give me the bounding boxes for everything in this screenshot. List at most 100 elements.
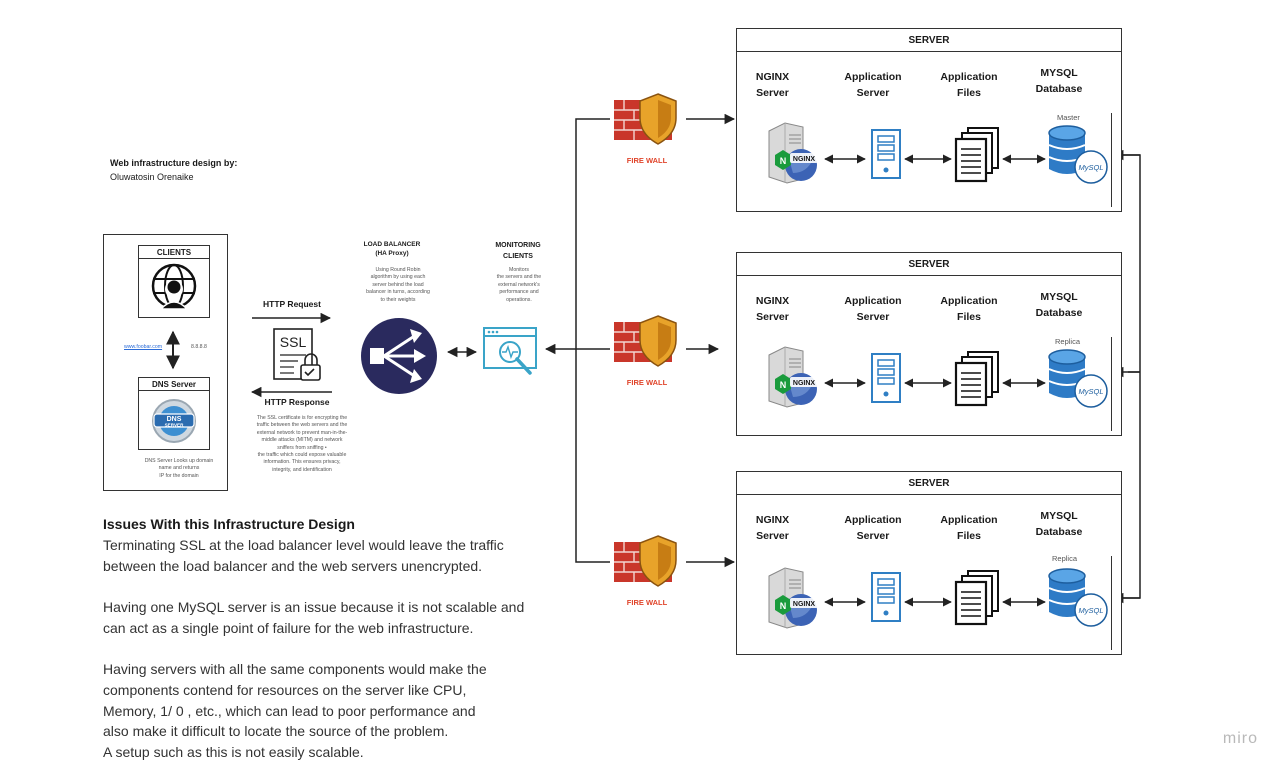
domain-link[interactable]: www.foobar.com <box>124 344 163 350</box>
monitoring-desc: Monitors the servers and the external ne… <box>474 267 564 304</box>
issues-line: Memory, 1/ 0 , etc., which can lead to p… <box>103 702 476 719</box>
mysql-database-icon: MySQL <box>1048 349 1108 408</box>
application-files-icon <box>954 570 999 626</box>
firewall-icon <box>614 315 677 367</box>
server-internal-links <box>824 378 1046 388</box>
ip-address: 8.8.8.8 <box>191 344 207 350</box>
load-balancer-title: LOAD BALANCER <box>363 241 421 248</box>
application-server-icon <box>871 572 901 622</box>
ssl-desc-line: external network to prevent man-in-the- <box>256 429 348 436</box>
monitoring-icon <box>483 327 537 375</box>
issues-paragraph-1: Terminating SSL at the load balancer lev… <box>103 535 573 577</box>
server-internal-links <box>824 597 1046 607</box>
db-role-label: Replica <box>1055 337 1081 346</box>
mon-desc-line: Monitors <box>509 267 529 273</box>
ssl-desc-line: The SSL certificate is for encrypting th… <box>256 415 348 421</box>
server-internal-links <box>824 154 1046 164</box>
server-title: SERVER <box>737 29 1121 52</box>
nginx-badge: NGINX <box>793 380 816 387</box>
lb-desc-line: to their weights <box>380 296 416 303</box>
issues-line: also make it difficult to locate the sou… <box>103 723 449 740</box>
nginx-server-icon: N NGINX <box>768 122 818 184</box>
ssl-description: The SSL certificate is for encrypting th… <box>243 415 361 474</box>
issues-line: A setup such as this is not easily scala… <box>103 744 364 761</box>
dns-server-box: DNS Server DNS SERVER <box>138 377 210 450</box>
issues-line: Having servers with all the same compone… <box>103 661 487 677</box>
ssl-text: SSL <box>280 334 307 350</box>
user-globe-icon <box>151 263 197 310</box>
db-role-label: Master <box>1057 113 1080 122</box>
dns-server-icon: DNS SERVER <box>152 399 196 443</box>
clients-panel <box>103 234 228 491</box>
issues-line: between the load balancer and the web se… <box>103 557 483 574</box>
application-server-icon <box>871 129 901 179</box>
issues-line: can act as a single point of failure for… <box>103 619 474 636</box>
issues-line: Having one MySQL server is an issue beca… <box>103 599 525 615</box>
load-balancer-desc: Using Round Robin algorithm by using eac… <box>348 267 448 304</box>
nginx-server-icon: N NGINX <box>768 567 818 629</box>
firewall-2: FIRE WALL <box>610 312 684 387</box>
miro-watermark: miro <box>1222 730 1258 747</box>
db-side-rule <box>1111 113 1112 207</box>
monitoring-title: MONITORING <box>495 242 541 249</box>
mon-desc-line: operations. <box>506 296 532 303</box>
mysql-badge: MySQL <box>1078 163 1103 172</box>
mon-desc-line: the servers and the <box>496 274 542 281</box>
firewall-label: FIRE WALL <box>626 598 668 607</box>
application-server-icon <box>871 353 901 403</box>
firewall-label: FIRE WALL <box>626 156 668 165</box>
ssl-certificate-icon: SSL <box>273 328 321 381</box>
nginx-badge: NGINX <box>793 601 816 608</box>
load-balancer-subtitle: (HA Proxy) <box>375 250 409 257</box>
http-response-label: HTTP Response <box>264 397 330 407</box>
nginx-badge: NGINX <box>793 156 816 163</box>
monitoring-title-2: CLIENTS <box>503 253 533 260</box>
dns-desc-line3: IP for the domain <box>159 472 199 479</box>
http-request-label: HTTP Request <box>263 299 321 309</box>
server-title: SERVER <box>737 253 1121 276</box>
ssl-desc-line: traffic between the web servers and the <box>256 422 348 429</box>
credit-title: Web infrastructure design by: <box>110 158 238 168</box>
mysql-database-icon: MySQL <box>1048 568 1108 627</box>
application-files-icon <box>954 127 999 183</box>
ssl-desc-line: sniffers from sniffing • <box>277 444 327 451</box>
clients-box: CLIENTS <box>138 245 210 318</box>
dns-desc-line2: name and returns <box>158 465 200 472</box>
clients-title: CLIENTS <box>139 246 209 259</box>
db-role-label: Replica <box>1052 554 1078 563</box>
dns-badge-text: DNS <box>167 416 182 423</box>
ssl-desc-line: middle attacks (MITM) and network <box>261 437 343 444</box>
dns-desc-line1: DNS Server Looks up domain <box>144 458 214 464</box>
dns-server-title: DNS Server <box>139 378 209 391</box>
firewall-icon <box>614 93 677 145</box>
mysql-database-icon: MySQL <box>1048 125 1108 184</box>
ssl-desc-line: information. This ensures privacy, <box>263 459 341 466</box>
server-title: SERVER <box>737 472 1121 495</box>
issues-title: Issues With this Infrastructure Design <box>103 516 355 532</box>
dns-badge-subtext: SERVER <box>165 423 184 428</box>
mysql-badge: MySQL <box>1078 606 1103 615</box>
firewall-1: FIRE WALL <box>610 90 684 165</box>
issues-paragraph-3: Having servers with all the same compone… <box>103 659 573 763</box>
issues-line: components contend for resources on the … <box>103 681 467 698</box>
db-side-rule <box>1111 556 1112 650</box>
ssl-desc-line: the traffic which could expose valuable <box>257 452 347 459</box>
firewall-label: FIRE WALL <box>626 378 668 387</box>
mysql-badge: MySQL <box>1078 387 1103 396</box>
lb-desc-line: algorithm by using each <box>370 274 426 281</box>
firewall-icon <box>614 535 677 587</box>
load-balancer-icon <box>361 318 437 394</box>
